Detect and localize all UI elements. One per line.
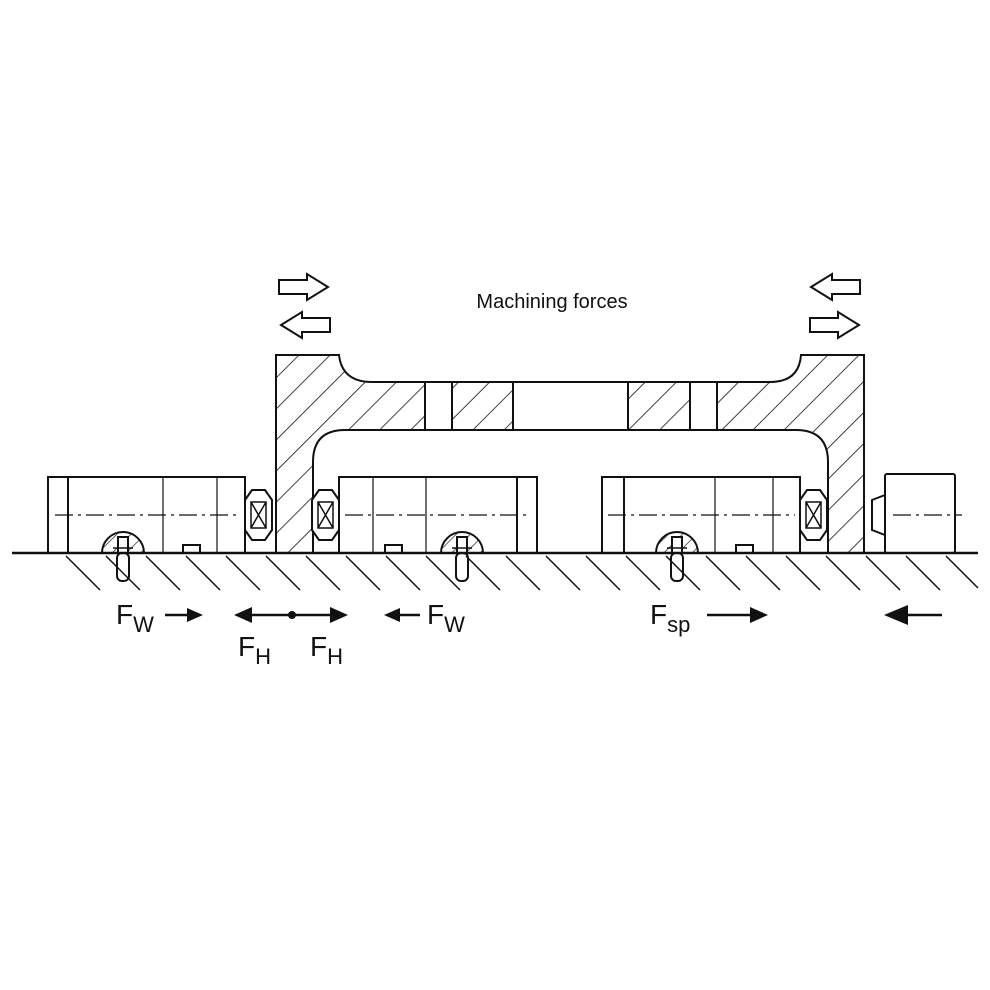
arrow-right-icon [330, 607, 348, 623]
clamp-block-left [47, 476, 246, 554]
machining-forces-caption: Machining forces [476, 291, 627, 313]
fixing-bolts [100, 531, 700, 582]
workpiece [275, 354, 865, 554]
force-fh-pair: FH FH [234, 607, 348, 669]
machine-table [12, 551, 979, 591]
hex-screw-icon [799, 489, 828, 541]
force-fw-middle: FW [384, 599, 465, 637]
arrow-left-icon [884, 605, 908, 625]
arrow-left-icon [234, 607, 252, 623]
clamp-block-right [601, 476, 801, 554]
arrow-right-icon [187, 608, 203, 622]
pivot-dot-icon [288, 611, 296, 619]
pressure-block [871, 473, 962, 554]
hollow-arrow-left-icon [809, 272, 861, 302]
hex-screw-icon [244, 489, 273, 541]
hollow-arrow-right-icon [809, 310, 861, 340]
svg-text:FH: FH [238, 631, 271, 669]
hex-screw-icon [311, 489, 340, 541]
svg-text:FH: FH [310, 631, 343, 669]
arrow-right-icon [750, 607, 768, 623]
svg-text:FW: FW [427, 599, 465, 637]
bolt-icon [439, 531, 485, 582]
force-fsp: Fsp [650, 599, 768, 637]
force-pressure-arrow [884, 605, 942, 625]
arrow-left-icon [384, 608, 400, 622]
hollow-arrow-right-icon [278, 272, 330, 302]
svg-text:FW: FW [116, 599, 154, 637]
bolt-icon [654, 531, 700, 582]
force-fw-left: FW [116, 599, 203, 637]
hollow-arrow-left-icon [279, 310, 331, 340]
clamp-block-middle [338, 476, 538, 554]
svg-text:Fsp: Fsp [650, 599, 690, 637]
machining-force-arrows [278, 272, 861, 340]
screw-heads [244, 489, 828, 541]
